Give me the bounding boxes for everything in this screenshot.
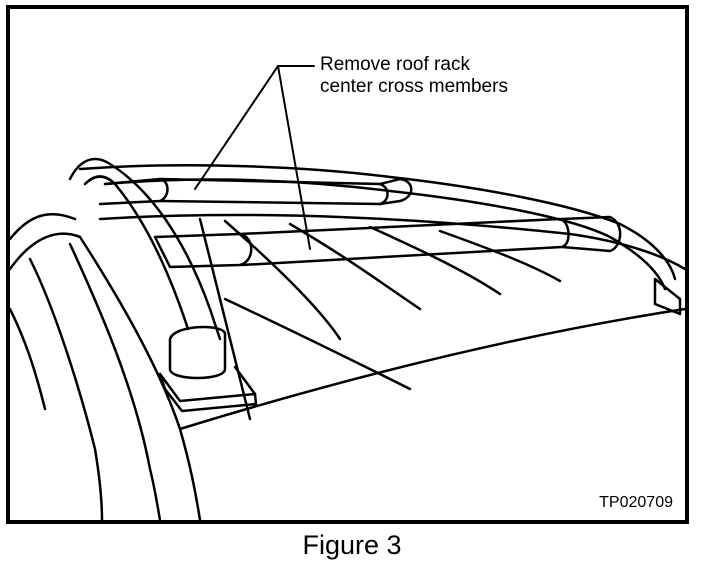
figure-code: TP020709: [599, 494, 673, 511]
callout-line-1: Remove roof rack: [320, 54, 470, 75]
left-roof-rail: [68, 157, 258, 413]
front-cross-member: [153, 215, 622, 269]
callout-label: Remove roof rack center cross members: [320, 54, 508, 98]
roof-rack-illustration: [10, 65, 685, 520]
figure-frame: Remove roof rack center cross members TP…: [6, 5, 689, 524]
callout-line-2: center cross members: [320, 76, 508, 97]
rear-cross-member: [98, 177, 413, 206]
callout-leader-lines: [194, 65, 315, 250]
right-roof-rail: [78, 164, 682, 316]
vehicle-body: [10, 212, 685, 520]
figure-caption: Figure 3: [302, 530, 402, 560]
